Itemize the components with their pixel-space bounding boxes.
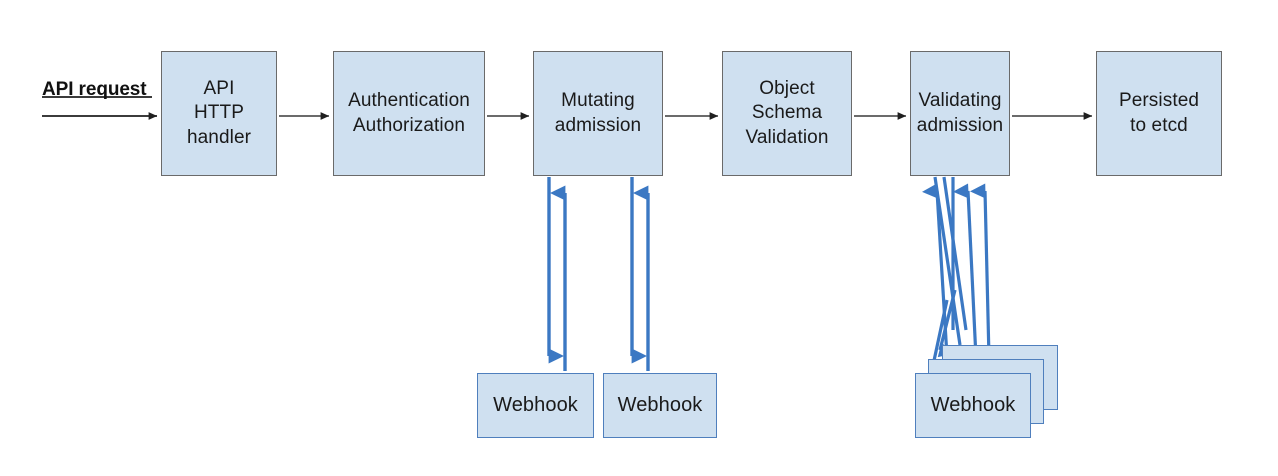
stage-label: Object Schema Validation xyxy=(745,78,829,148)
api-request-label: API request xyxy=(42,79,147,100)
stage-label: Validating admission xyxy=(916,90,1004,136)
connector-validating-to-webhook-stack xyxy=(922,176,992,401)
stage-validating-admission[interactable]: Validating admission xyxy=(910,51,1010,176)
connector-request-to-api-handler xyxy=(42,96,158,120)
stage-label: Mutating admission xyxy=(554,90,642,136)
stage-api-http-handler[interactable]: API HTTP handler xyxy=(161,51,277,176)
webhook-box-mutating-1[interactable]: Webhook xyxy=(477,373,594,438)
webhook-box-mutating-2[interactable]: Webhook xyxy=(603,373,717,438)
connector-mutating-to-webhook-2 xyxy=(630,177,650,371)
stage-authentication-authorization[interactable]: Authentication Authorization xyxy=(333,51,485,176)
webhook-box-validating-front[interactable]: Webhook xyxy=(915,373,1031,438)
stage-label: API HTTP handler xyxy=(186,78,252,148)
stage-mutating-admission[interactable]: Mutating admission xyxy=(533,51,663,176)
webhook-label: Webhook xyxy=(617,393,703,416)
stage-label: Persisted to etcd xyxy=(1118,90,1200,136)
stage-label: Authentication Authorization xyxy=(348,90,470,136)
webhook-label: Webhook xyxy=(930,393,1016,416)
stage-object-schema-validation[interactable]: Object Schema Validation xyxy=(722,51,852,176)
connector-mutating-to-webhook-1 xyxy=(547,177,567,371)
stage-persisted-to-etcd[interactable]: Persisted to etcd xyxy=(1096,51,1222,176)
webhook-label: Webhook xyxy=(493,393,578,416)
